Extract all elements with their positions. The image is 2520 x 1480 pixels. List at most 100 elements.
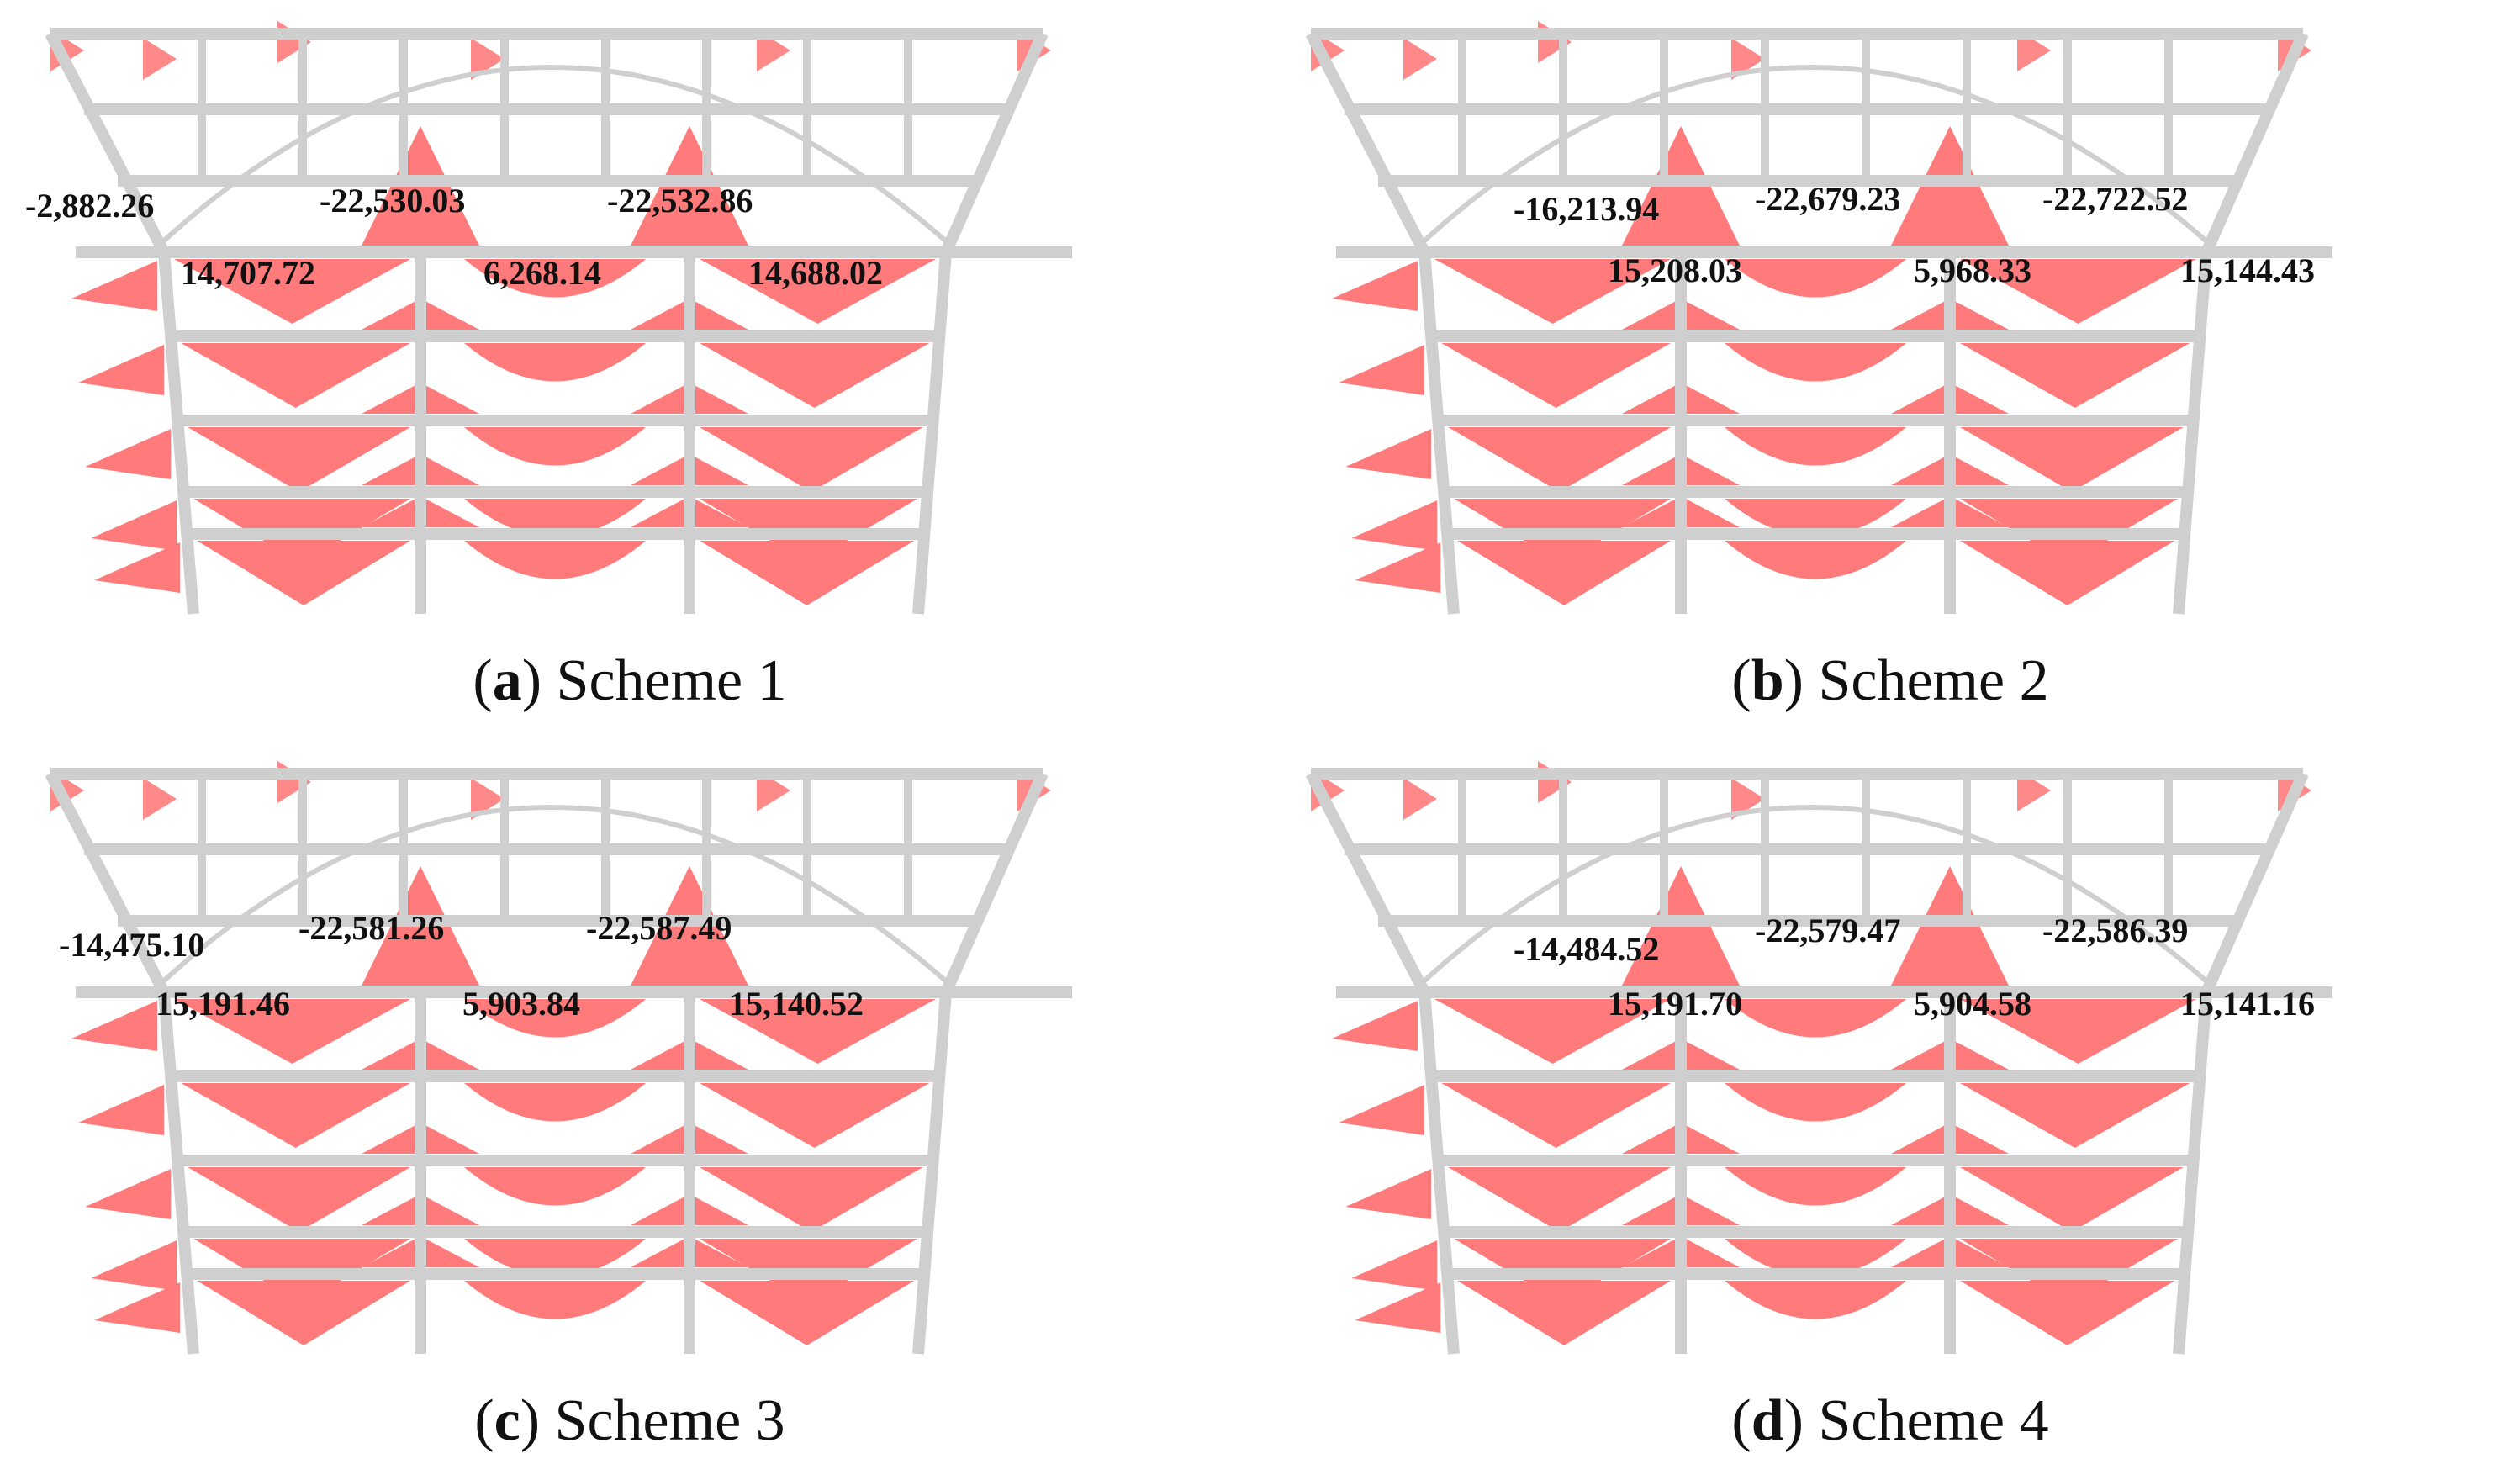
moment-sag-side [1960,1083,2190,1148]
arch [149,65,961,255]
moment-column-left [91,1240,177,1291]
moment-sag-middle [1725,1167,1906,1206]
moment-sag-middle [1725,1281,1906,1319]
moment-sag-middle [464,1167,646,1206]
moment-column-left [94,1282,181,1333]
moment-sag-middle [1725,343,1906,382]
moment-upper [2017,29,2051,71]
value-left-span: 15,208.03 [1608,251,1742,289]
moment-sag-side [197,541,410,605]
moment-column-left [91,500,177,551]
value-left-support: -14,484.52 [1514,930,1659,968]
value-left-column-top: -22,579.47 [1755,912,1900,949]
moment-diagram-scheme-1: -2,882.26 -22,530.03 -22,532.86 14,707.7… [25,21,1072,615]
moment-sag-side [700,1281,915,1345]
moment-sag-side [181,1083,411,1148]
moment-sag-side [181,343,411,408]
member-upper-right [940,771,1049,995]
moment-sag-side [174,999,410,1064]
panel-title: Scheme 3 [554,1388,785,1453]
member-upper-right [2200,31,2309,255]
panel-scheme-2: -16,213.94 -22,679.23 -22,722.52 15,208.… [1260,0,2520,740]
value-middle-span: 5,904.58 [1914,985,2031,1023]
moment-sag-side [1960,1281,2175,1345]
moment-sag-middle [1725,999,1906,1038]
moment-column-left [94,542,181,593]
moment-sag-middle [1725,427,1906,466]
value-left-column-top: -22,530.03 [320,182,465,219]
value-right-column-top: -22,586.39 [2042,912,2188,949]
moment-sag-side [700,259,936,324]
arch [149,805,961,995]
member-upper-right [2200,771,2309,995]
moment-column-left [85,1169,172,1219]
moment-sag-middle [464,1083,646,1122]
member-upper-left [1305,770,1430,996]
value-left-column-top: -22,679.23 [1755,180,1900,218]
moment-shapes [1311,21,2311,605]
moment-sag-side [1448,1167,1671,1232]
value-middle-span: 6,268.14 [483,254,601,292]
panel-caption: (a) Scheme 1 [473,648,787,713]
moment-sag-side [1441,1083,1671,1148]
value-middle-span: 5,968.33 [1914,251,2031,289]
moment-sag-side [1960,259,2196,324]
value-right-span: 15,140.52 [729,985,864,1023]
moment-column-left [1332,261,1418,311]
moment-sag-side [700,999,936,1064]
column [2173,251,2212,615]
column [912,991,952,1355]
moment-sag-side [700,1167,923,1232]
moment-shapes [50,21,1051,605]
moment-upper [1403,38,1437,80]
member-upper-left [45,770,170,996]
moment-column-left [78,1085,165,1135]
panel-scheme-1: -2,882.26 -22,530.03 -22,532.86 14,707.7… [0,0,1260,740]
moment-column-left [1355,1282,1441,1333]
moment-sag-side [188,427,411,492]
member-upper-right [940,31,1049,255]
moment-column-left [1355,542,1441,593]
moment-sag-middle [1725,541,1906,579]
panel-title: Scheme 4 [1818,1388,2049,1453]
panel-label: c [494,1388,520,1453]
moment-upper [1731,38,1765,80]
moment-diagram-scheme-2: -16,213.94 -22,679.23 -22,722.52 15,208.… [1305,21,2332,615]
panel-caption: (c) Scheme 3 [474,1388,785,1453]
value-right-column-top: -22,722.52 [2042,180,2188,218]
moment-column-left [71,261,157,311]
moment-upper [2017,769,2051,811]
panel-caption: (b) Scheme 2 [1731,648,2049,713]
moment-upper [1731,778,1765,820]
frame-members [45,768,1072,1355]
panel-scheme-3: -14,475.10 -22,581.26 -22,587.49 15,191.… [0,740,1260,1480]
moment-upper [757,29,790,71]
value-left-support: -16,213.94 [1514,190,1659,228]
frame-members [45,28,1072,615]
value-right-column-top: -22,587.49 [586,909,732,947]
moment-upper [1403,778,1437,820]
value-right-span: 15,141.16 [2180,985,2315,1023]
moment-sag-side [1434,999,1671,1064]
moment-sag-middle [1725,499,1906,537]
moment-sag-middle [464,1239,646,1277]
moment-upper [471,778,505,820]
column [158,251,199,615]
arch [1409,65,2222,255]
value-left-column-top: -22,581.26 [298,909,444,947]
moment-sag-middle [464,343,646,382]
moment-sag-side [1457,541,1671,605]
moment-sag-side [1448,427,1671,492]
value-left-span: 14,707.72 [181,254,315,292]
moment-sag-side [1960,541,2175,605]
value-middle-span: 5,903.84 [462,985,580,1023]
moment-sag-side [1434,259,1671,324]
moment-upper [471,38,505,80]
moment-sag-side [1960,427,2184,492]
value-right-span: 15,144.43 [2180,251,2315,289]
moment-column-left [1351,1240,1438,1291]
moment-column-left [1351,500,1438,551]
moment-sag-side [1960,1167,2184,1232]
moment-sag-side [700,427,923,492]
